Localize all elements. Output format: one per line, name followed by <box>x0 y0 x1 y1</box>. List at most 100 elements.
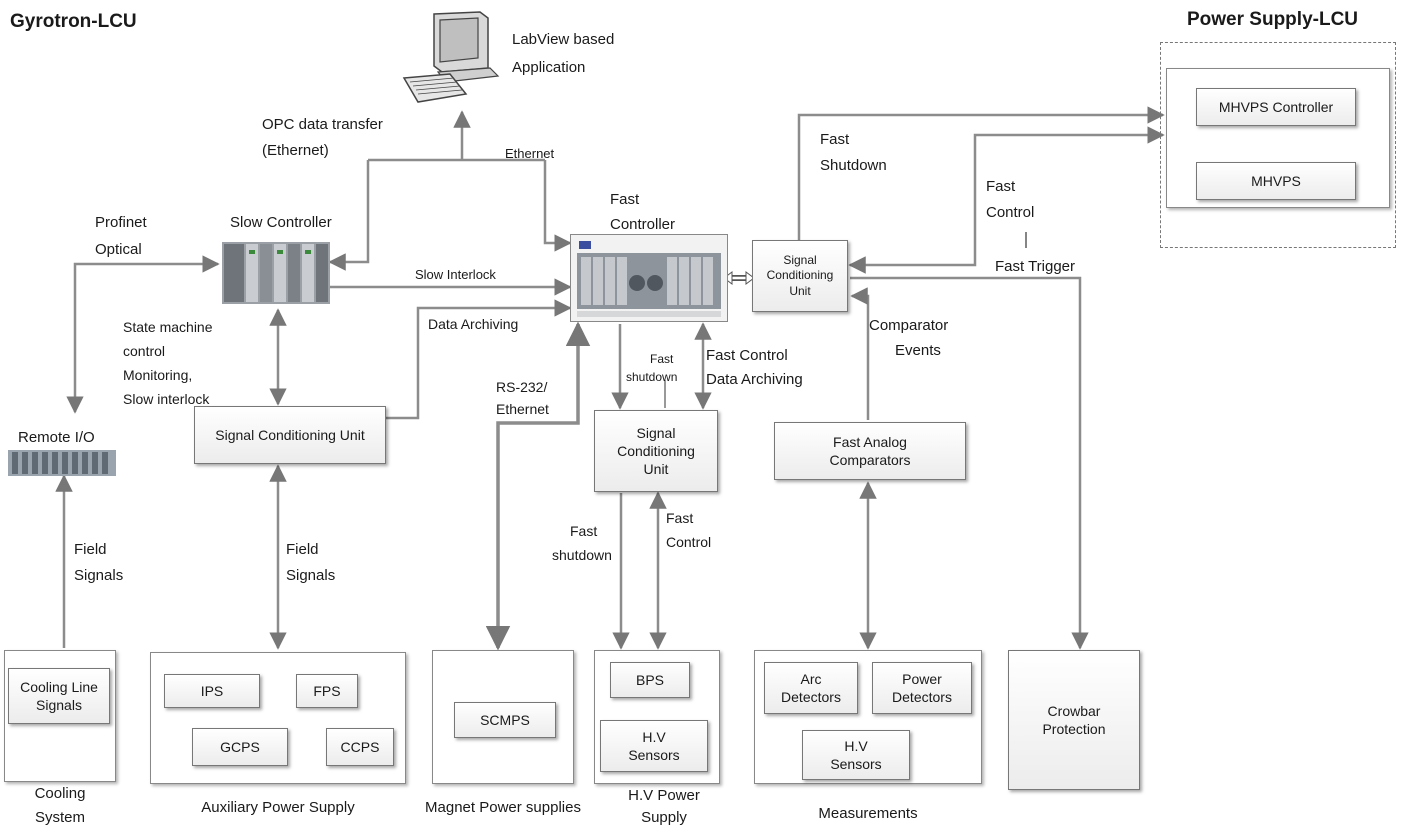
fast-controller-label-line1: Fast <box>610 191 640 208</box>
ips-box: IPS <box>164 674 260 708</box>
meas-hv-sensors-label-line1: H.V <box>844 737 868 754</box>
wire-to-slow-controller <box>328 160 370 271</box>
fast-trigger-label: Fast Trigger <box>995 258 1076 275</box>
ccps-box: CCPS <box>326 728 394 766</box>
remote-io-label: Remote I/O <box>18 429 95 446</box>
mhvps-box: MHVPS <box>1196 162 1356 200</box>
ethernet-label: Ethernet <box>505 146 555 161</box>
hv-sensors-label-line2: Sensors <box>628 747 680 763</box>
gcps-box: GCPS <box>192 728 288 766</box>
scu-top: Signal Conditioning Unit <box>752 240 848 312</box>
labview-label-line1: LabView based <box>512 31 615 48</box>
scu-fast-label-line3: Unit <box>643 461 669 478</box>
fast-shutdown-small-line1: Fast <box>650 352 674 366</box>
field-signals-cooling-line1: Field <box>74 541 107 558</box>
scu-fast: Signal Conditioning Unit <box>594 410 718 492</box>
fast-shutdown-top-line2: Shutdown <box>820 157 887 174</box>
opc-label-line1: OPC data transfer <box>262 116 383 133</box>
arc-detectors-box: Arc Detectors <box>764 662 858 714</box>
slow-controller-label: Slow Controller <box>230 214 332 231</box>
scu-top-label-line2: Conditioning <box>766 268 834 283</box>
ips-label: IPS <box>200 682 224 699</box>
fast-shutdown-small-line2: shutdown <box>626 370 678 384</box>
fast-control-archiving-line2: Data Archiving <box>706 371 803 388</box>
comparator-events-line2: Events <box>895 342 941 359</box>
field-signals-cooling-line2: Signals <box>74 567 124 584</box>
wire-fast-trigger <box>850 276 1089 650</box>
rs232-label-line2: Ethernet <box>496 401 549 417</box>
crowbar-label-line2: Protection <box>1042 721 1106 737</box>
state-machine-line3: Monitoring, <box>123 367 193 383</box>
arc-detectors-label-line1: Arc <box>800 670 822 687</box>
mhvps-controller-box: MHVPS Controller <box>1196 88 1356 126</box>
scmps-box: SCMPS <box>454 702 556 738</box>
scu-top-label-line1: Signal <box>783 252 817 267</box>
data-archiving-label: Data Archiving <box>428 316 519 332</box>
profinet-label-line2: Optical <box>95 241 142 258</box>
scu-fast-label-line2: Conditioning <box>617 442 695 459</box>
rs232-label-line1: RS-232/ <box>496 379 548 395</box>
fast-control-top-line2: Control <box>986 204 1035 221</box>
scu-slow: Signal Conditioning Unit <box>194 406 386 464</box>
power-detectors-label-line2: Detectors <box>892 689 952 705</box>
crowbar-label-line1: Crowbar <box>1047 702 1101 719</box>
cooling-system-label-line2: System <box>34 809 85 826</box>
arc-detectors-label-line2: Detectors <box>781 689 841 705</box>
cooling-system-label-line1: Cooling <box>34 785 86 802</box>
cooling-line-label-line2: Signals <box>36 697 82 713</box>
fps-box: FPS <box>296 674 358 708</box>
power-supply-lcu-boundary <box>1160 42 1396 248</box>
meas-hv-sensors-label-line2: Sensors <box>830 756 882 772</box>
opc-label-line2: (Ethernet) <box>262 142 329 159</box>
fast-control-hv-line1: Fast <box>666 510 694 526</box>
scu-top-label-line3: Unit <box>789 283 811 298</box>
wire-data-archiving <box>386 299 572 420</box>
bps-box: BPS <box>610 662 690 698</box>
scu-fast-label-line1: Signal <box>636 424 676 441</box>
measurements-label: Measurements <box>818 805 918 822</box>
gyrotron-lcu-title: Gyrotron-LCU <box>10 11 137 32</box>
bps-label: BPS <box>635 671 664 688</box>
hv-sensors-box: H.V Sensors <box>600 720 708 772</box>
mhvps-controller-label: MHVPS Controller <box>1218 98 1334 115</box>
wire-to-fast-controller <box>543 160 572 252</box>
auxiliary-power-label: Auxiliary Power Supply <box>201 799 355 816</box>
scu-slow-label: Signal Conditioning Unit <box>215 426 365 443</box>
gcps-label: GCPS <box>220 738 260 755</box>
remote-io-icon <box>8 448 116 478</box>
wire-fast-control <box>848 126 1165 274</box>
magnet-power-label: Magnet Power supplies <box>425 799 581 816</box>
fast-control-archiving-line1: Fast Control <box>706 347 788 364</box>
fast-shutdown-top-line1: Fast <box>820 131 850 148</box>
plc-icon <box>222 236 330 308</box>
state-machine-line1: State machine <box>123 319 213 335</box>
cooling-line-label-line1: Cooling Line <box>20 678 98 695</box>
labview-label-line2: Application <box>512 59 586 76</box>
hv-power-label-line2: Supply <box>641 809 687 826</box>
state-machine-line4: Slow interlock <box>123 391 210 407</box>
meas-hv-sensors-box: H.V Sensors <box>802 730 910 780</box>
pxi-chassis-icon <box>570 234 728 322</box>
field-signals-aux-line2: Signals <box>286 567 336 584</box>
fast-control-hv-line2: Control <box>666 534 712 550</box>
comparator-events-line1: Comparator <box>869 317 949 334</box>
hv-power-label-line1: H.V Power <box>628 787 700 804</box>
power-detectors-label-line1: Power <box>902 670 942 687</box>
wire-fast-shutdown <box>797 106 1165 240</box>
hv-sensors-label-line1: H.V <box>642 728 666 745</box>
fast-shutdown-hv-line2: shutdown <box>552 547 612 563</box>
fac-label-line2: Comparators <box>829 452 911 468</box>
slow-interlock-label: Slow Interlock <box>415 267 496 282</box>
wire-rs232 <box>485 321 591 651</box>
power-supply-lcu-title: Power Supply-LCU <box>1187 9 1359 30</box>
profinet-label-line1: Profinet <box>95 214 147 231</box>
fast-analog-comparators: Fast Analog Comparators <box>774 422 966 480</box>
mhvps-label: MHVPS <box>1251 172 1301 189</box>
state-machine-line2: control <box>123 343 166 359</box>
fast-shutdown-hv-line1: Fast <box>570 523 598 539</box>
double-arrow-fc-scu <box>723 271 755 285</box>
fast-controller-label-line2: Controller <box>610 216 676 233</box>
fast-control-top-line1: Fast <box>986 178 1016 195</box>
